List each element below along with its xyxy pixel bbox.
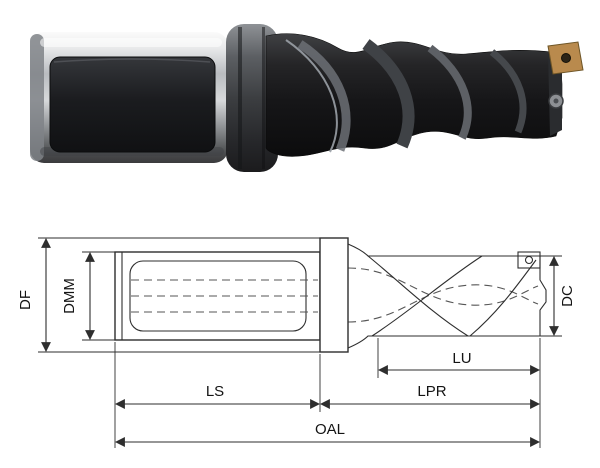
collar-groove (238, 27, 242, 169)
flange-outline (319, 237, 349, 353)
label-ls: LS (206, 383, 224, 400)
hidden-flute-curve-1 (347, 267, 539, 306)
label-dmm: DMM (61, 278, 78, 314)
body-top-edge (347, 243, 540, 257)
label-dc: DC (559, 285, 576, 307)
flute-curve-2 (371, 255, 483, 337)
label-oal: OAL (315, 421, 345, 438)
hidden-flute-curve-2 (347, 284, 539, 323)
flute-sheen-4 (489, 49, 527, 134)
drill-shank (30, 32, 228, 163)
insert-screw-outline (524, 255, 534, 265)
dimension-oal: OAL (115, 421, 540, 447)
dimension-lu: LU (377, 338, 540, 378)
drawing-body (347, 243, 547, 349)
drill-body (265, 33, 563, 157)
dimension-dmm: DMM (61, 251, 115, 341)
flute-sheen-1 (297, 40, 351, 152)
drill-photo (30, 24, 584, 172)
hidden-lines (131, 267, 539, 323)
shank-flat (49, 56, 216, 153)
dimension-ls: LS (114, 342, 321, 448)
dimension-drawing: DF DMM DC LU LS (17, 237, 576, 448)
dimension-df: DF (17, 237, 320, 353)
flat-edge-highlight (53, 58, 211, 63)
clamp-screw-socket (553, 98, 559, 104)
insert-screw-icon (561, 53, 571, 63)
label-df: DF (17, 290, 34, 310)
flute-sheen-3 (427, 44, 472, 140)
dimension-dc: DC (540, 255, 576, 337)
label-lpr: LPR (417, 383, 446, 400)
flute-curve-1 (367, 255, 469, 337)
drill-tip (547, 41, 584, 109)
body-tip-edge (539, 256, 547, 336)
flute-sheen-2 (362, 39, 415, 149)
flute-curve-3 (469, 259, 537, 337)
flute-bright-edge (285, 39, 338, 153)
drill-collar (226, 24, 278, 172)
collar-groove-2 (262, 27, 265, 169)
shank-highlight (40, 38, 222, 47)
insert-outline (517, 251, 541, 269)
label-lu: LU (452, 350, 471, 367)
dimension-lpr: LPR (320, 338, 541, 448)
body-bottom-edge (347, 335, 540, 349)
shank-end-chamfer (30, 34, 44, 161)
